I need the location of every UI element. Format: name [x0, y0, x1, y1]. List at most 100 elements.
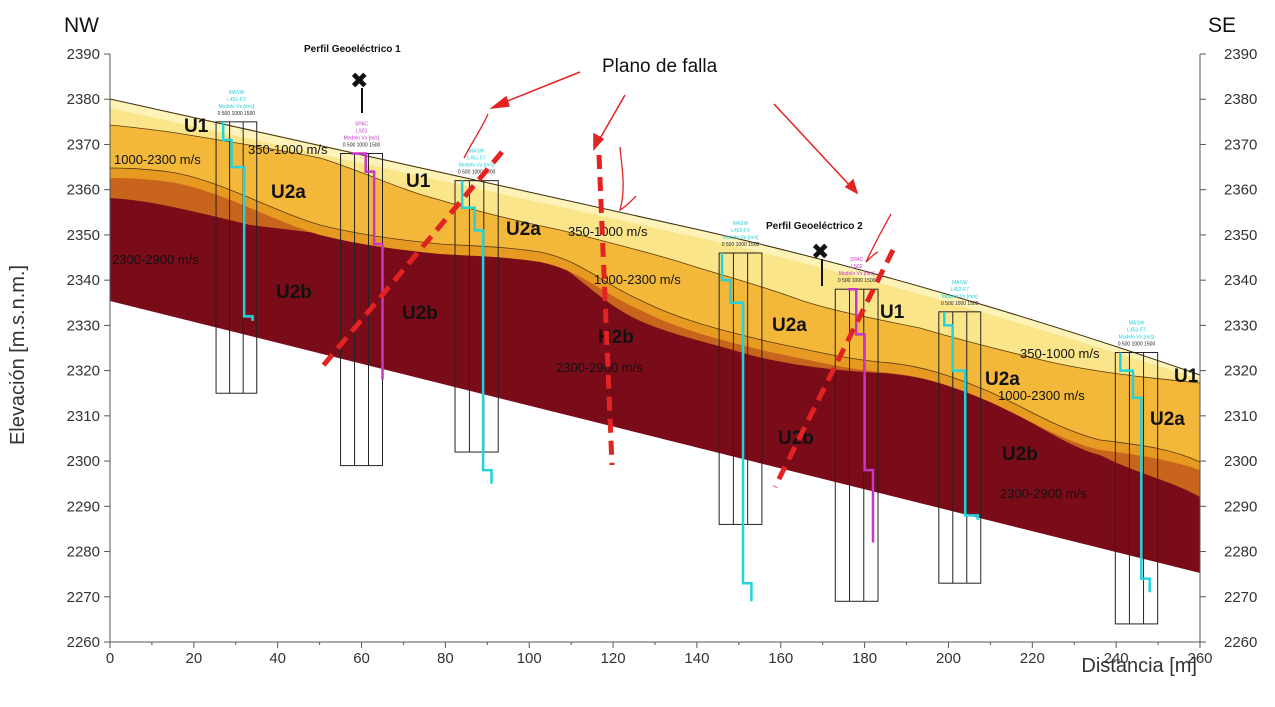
probe-label: 0 500 1000 1500	[1118, 342, 1156, 348]
y-tick-label-right: 2290	[1224, 498, 1257, 515]
vs-trace	[221, 121, 254, 321]
x-tick-label: 180	[852, 650, 877, 667]
geo-profile-1-label: Perfil Geoeléctrico 1	[304, 44, 401, 55]
y-tick-label-right: 2300	[1224, 453, 1257, 470]
unit-u2b-4: U2b	[1002, 444, 1038, 465]
unit-labels: U1 U2a U1 U2a U2b U2b H2b U2a U1 U2b U2a…	[184, 116, 1199, 465]
layer-u1-surface	[110, 99, 1200, 379]
vel-label-3: 2300-2900 m/s	[112, 252, 199, 267]
unit-u2b-2: U2b	[402, 303, 438, 324]
vel-label-5: 1000-2300 m/s	[594, 272, 681, 287]
probe-label: LS02	[851, 264, 863, 270]
vs-trace	[943, 311, 980, 520]
y-tick-label-left: 2380	[67, 91, 100, 108]
probe-label: L451-F3	[227, 97, 246, 103]
probe-label: L451-F7	[467, 156, 486, 162]
y-tick-label-right: 2310	[1224, 408, 1257, 425]
x-tick-label: 60	[353, 650, 370, 667]
probe-frame	[718, 252, 763, 525]
y-tick-label-left: 2320	[67, 363, 100, 380]
y-tick-label-right: 2260	[1224, 634, 1257, 651]
y-tick-label-right: 2320	[1224, 363, 1257, 380]
geo-profile-2-marker: ✖	[811, 240, 829, 265]
y-tick-label-right: 2370	[1224, 136, 1257, 153]
unit-u2a-1: U2a	[271, 182, 306, 203]
geo-profile-1: Perfil Geoeléctrico 1 ✖	[304, 44, 401, 113]
probe-label: MASW	[952, 280, 968, 286]
x-tick-label: 200	[936, 650, 961, 667]
y-tick-label-right: 2270	[1224, 589, 1257, 606]
probe-label: 0 500 1000 1500	[722, 242, 760, 248]
unit-u2a-5: U2a	[1150, 409, 1185, 430]
probe-label: L452-F3	[731, 228, 750, 234]
probe-label: Modelo Vs [m/s]	[942, 294, 978, 300]
geo-profile-2-label: Perfil Geoeléctrico 2	[766, 221, 863, 232]
vel-label-9: 2300-2900 m/s	[1000, 486, 1087, 501]
probe-label: MASW	[733, 221, 749, 227]
x-tick-label: 240	[1104, 650, 1129, 667]
unit-u2b-1: U2b	[276, 282, 312, 303]
vs-trace	[847, 287, 875, 543]
x-tick-label: 140	[684, 650, 709, 667]
geo-profile-1-marker: ✖	[350, 69, 368, 94]
y-tick-label-right: 2340	[1224, 272, 1257, 289]
probe-label: Modelo Vs [m/s]	[1119, 335, 1155, 341]
x-tick-label: 160	[768, 650, 793, 667]
unit-u2a-4: U2a	[985, 369, 1020, 390]
vs-trace	[460, 180, 493, 484]
vs-trace	[1119, 352, 1151, 593]
probe-label: MASW	[229, 90, 245, 96]
probe-label: Modelo Vs [m/s]	[839, 271, 875, 277]
probe-label: SPAC	[850, 257, 864, 263]
y-tick-label-left: 2360	[67, 182, 100, 199]
unit-u1-1: U1	[184, 116, 209, 137]
y-tick-label-right: 2390	[1224, 46, 1257, 63]
probe-label: Modelo Vs [m/s]	[218, 104, 254, 110]
probe-label: 0 500 1000 1500	[458, 170, 496, 176]
hand-mark-3	[865, 213, 892, 263]
x-tick-label: 40	[269, 650, 286, 667]
unit-u2a-2: U2a	[506, 219, 541, 240]
probe-label: Modelo Vs [m/s]	[459, 163, 495, 169]
arrow-1	[499, 71, 581, 105]
nw-label: NW	[64, 14, 99, 37]
fault-planes	[320, 150, 896, 489]
probe-label: 0 500 1000 1500	[838, 278, 876, 284]
fault-line-3	[772, 248, 896, 489]
unit-u1-4: U1	[1174, 366, 1199, 387]
x-tick-label: 260	[1187, 650, 1212, 667]
fault-line-1	[320, 150, 504, 369]
probe-label: Modelo Vs [m/s]	[723, 235, 759, 241]
boundary-u1-u2a	[109, 124, 1201, 384]
layer-fills	[109, 98, 1201, 573]
plano-de-falla-label: Plano de falla	[602, 56, 718, 77]
se-label: SE	[1208, 14, 1236, 37]
y-tick-label-left: 2260	[67, 634, 100, 651]
fault-arrows	[489, 71, 859, 195]
arrow-2	[597, 94, 626, 143]
x-tick-label: 220	[1020, 650, 1045, 667]
y-tick-label-right: 2280	[1224, 544, 1257, 561]
y-tick-label-left: 2350	[67, 227, 100, 244]
arrow-3	[773, 103, 854, 190]
probe-label: 0 500 1000 1500	[941, 301, 979, 307]
probe-frame	[215, 121, 258, 394]
y-tick-label-left: 2390	[67, 46, 100, 63]
vel-label-1: 1000-2300 m/s	[114, 152, 201, 167]
probe-label: L452-F7	[950, 287, 969, 293]
y-tick-label-left: 2370	[67, 136, 100, 153]
fault-line-2	[596, 154, 615, 466]
y-tick-label-left: 2300	[67, 453, 100, 470]
unit-h2b: H2b	[598, 327, 634, 348]
vs-trace	[720, 253, 753, 602]
y-tick-label-left: 2290	[67, 498, 100, 515]
